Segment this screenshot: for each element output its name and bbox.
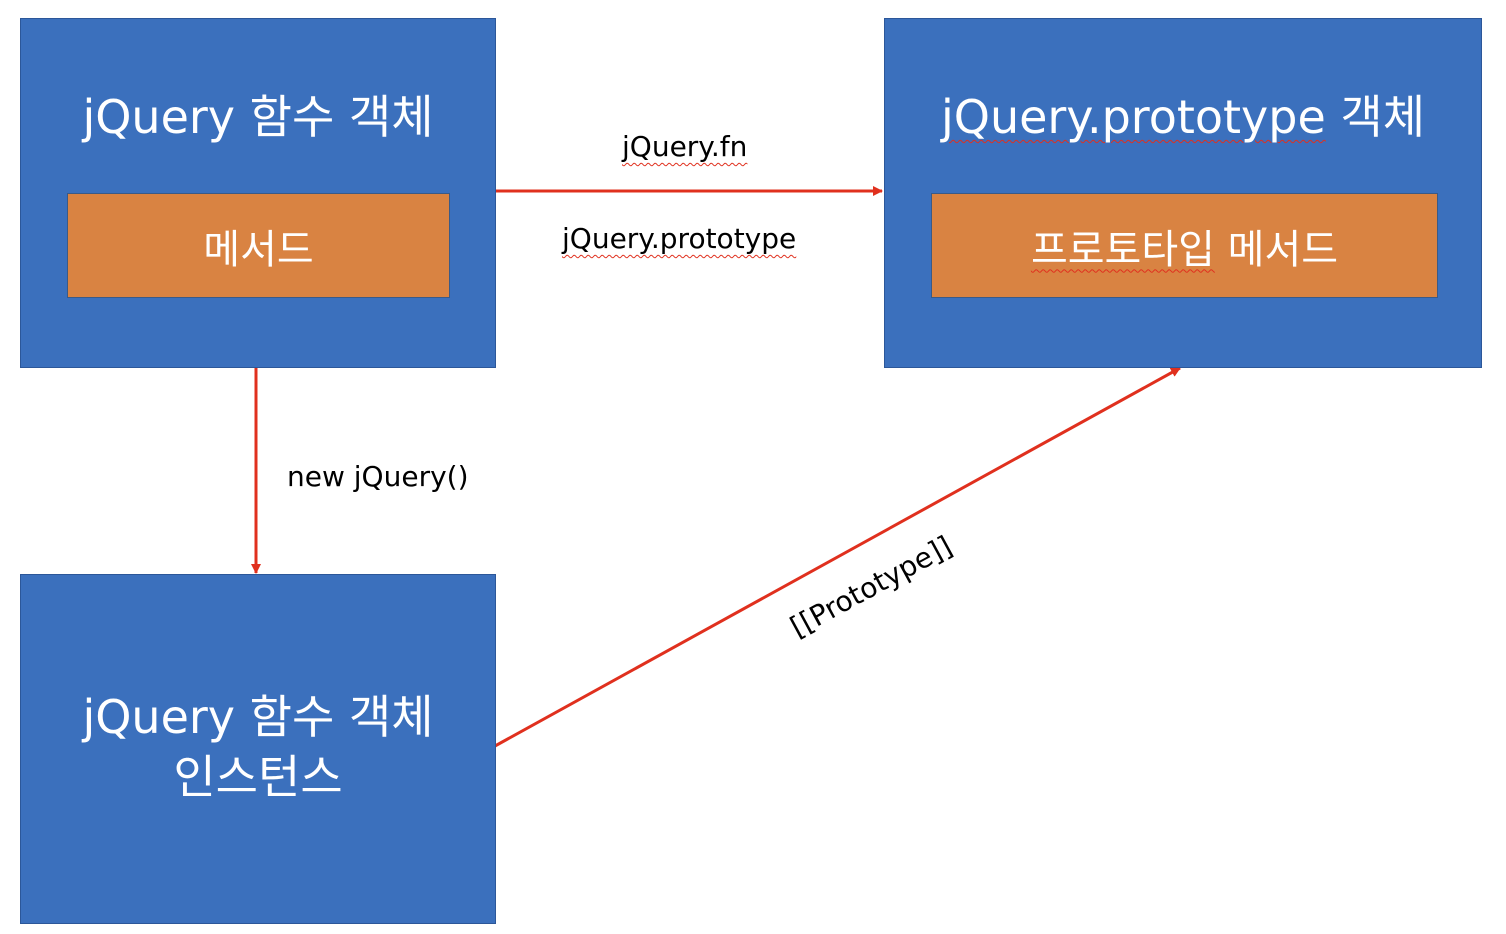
prototype-object-title-code: jQuery.prototype (940, 90, 1326, 144)
instance-title-line1: jQuery 함수 객체 (82, 690, 434, 744)
prototype-methods-label-underlined: 프로토타입 (1030, 226, 1215, 273)
function-object-methods: 메서드 (67, 193, 450, 298)
function-object-box: jQuery 함수 객체 메서드 (20, 18, 496, 368)
instance-title-line2: 인스턴스 (173, 750, 343, 804)
arrow-instance-to-prototype (494, 366, 1181, 748)
prototype-methods: 프로토타입 메서드 (931, 193, 1438, 298)
function-object-title: jQuery 함수 객체 (82, 90, 434, 144)
edge-label-new-jquery: new jQuery() (287, 460, 469, 493)
function-object-methods-label: 메서드 (203, 226, 314, 273)
prototype-object-title-suffix: 객체 (1325, 90, 1426, 144)
prototype-methods-label-rest: 메서드 (1214, 226, 1339, 273)
edge-label-jquery-prototype: jQuery.prototype (562, 222, 797, 255)
prototype-object-title: jQuery.prototype 객체 (885, 87, 1481, 147)
instance-box: jQuery 함수 객체 인스턴스 (20, 574, 496, 924)
prototype-object-box: jQuery.prototype 객체 프로토타입 메서드 (884, 18, 1482, 368)
edge-label-jquery-fn: jQuery.fn (622, 130, 748, 163)
